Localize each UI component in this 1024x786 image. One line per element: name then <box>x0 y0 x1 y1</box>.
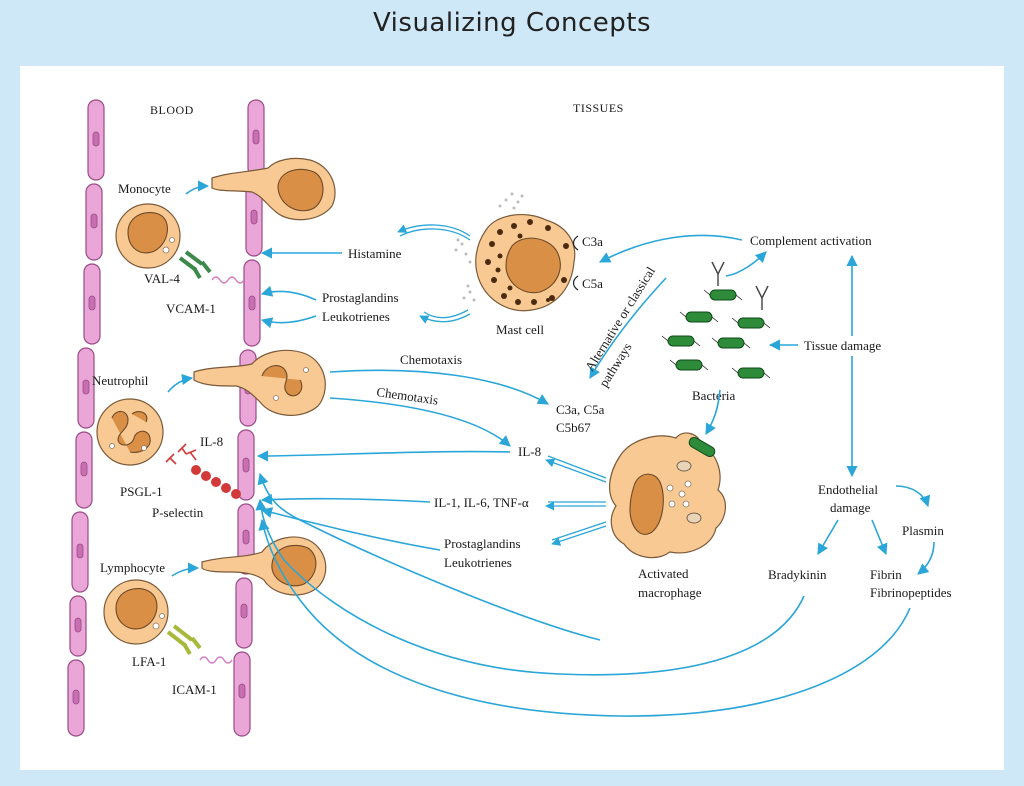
monocyte-label: Monocyte <box>118 181 171 196</box>
leukotrienes-label-1: Leukotrienes <box>322 309 390 324</box>
neutrophil-label: Neutrophil <box>92 373 149 388</box>
p-selectin-label: P-selectin <box>152 505 204 520</box>
val4-label: VAL-4 <box>144 271 180 286</box>
monocyte-cell <box>115 203 181 269</box>
macrophage-label-line1: Activated <box>638 566 689 581</box>
c5b67-label: C5b67 <box>556 420 591 435</box>
antibody-icons <box>711 261 769 310</box>
engulfed-bacterium <box>688 437 716 457</box>
psgl1-label: PSGL-1 <box>120 484 163 499</box>
tissue-damage-label: Tissue damage <box>804 338 881 353</box>
tissues-region-label: TISSUES <box>573 101 624 115</box>
lfa1-label: LFA-1 <box>132 654 166 669</box>
neutrophil-migrating <box>193 349 326 416</box>
c3a-c5a-label: C3a, C5a <box>556 402 605 417</box>
icam1-molecule <box>199 656 233 664</box>
vcam1-molecule <box>211 276 245 284</box>
lymphocyte-label: Lymphocyte <box>100 560 165 575</box>
mast-cell-label: Mast cell <box>496 322 544 337</box>
plasmin-label: Plasmin <box>902 523 944 538</box>
val4-receptor <box>178 250 212 280</box>
bradykinin-label: Bradykinin <box>768 567 827 582</box>
vcam1-label: VCAM-1 <box>166 301 216 316</box>
c3a-mast-label: C3a <box>582 234 603 249</box>
lymphocyte-cell <box>103 579 169 645</box>
p-selectin-molecule <box>191 465 241 499</box>
fibrinopeptides-label: Fibrinopeptides <box>870 585 952 600</box>
page-title: Visualizing Concepts <box>372 8 652 38</box>
il8-blood-label: IL-8 <box>200 434 223 449</box>
bacteria-cluster <box>661 289 771 379</box>
cytokines-label: IL-1, IL-6, TNF-α <box>434 495 529 510</box>
fibrin-label: Fibrin <box>870 567 902 582</box>
lymphocyte-migrating <box>201 536 327 596</box>
leukotrienes-label-2: Leukotrienes <box>444 555 512 570</box>
bacteria-label: Bacteria <box>692 388 736 403</box>
monocyte-migrating <box>211 157 336 221</box>
il8-tissue-label: IL-8 <box>518 444 541 459</box>
endothelial-label-line1: Endothelial <box>818 482 878 497</box>
prostaglandins-label-2: Prostaglandins <box>444 536 521 551</box>
activated-macrophage <box>609 432 726 559</box>
diagram-panel <box>20 66 1004 770</box>
macrophage-label-line2: macrophage <box>638 585 702 600</box>
prostaglandins-label-1: Prostaglandins <box>322 290 399 305</box>
endothelial-label-line2: damage <box>830 500 871 515</box>
chemotaxis-label-1: Chemotaxis <box>400 352 462 367</box>
neutrophil-cell <box>96 398 164 466</box>
c5a-mast-label: C5a <box>582 276 603 291</box>
histamine-label: Histamine <box>348 246 402 261</box>
psgl1-molecule <box>165 443 197 465</box>
icam1-label: ICAM-1 <box>172 682 217 697</box>
mast-cell-receptors <box>572 235 579 291</box>
mast-cell-degranulation <box>454 192 524 302</box>
blood-region-label: BLOOD <box>150 103 194 117</box>
vessel-wall-right <box>233 99 265 737</box>
lfa1-receptor <box>166 624 202 656</box>
vessel-wall-left <box>67 99 105 737</box>
complement-activation-label: Complement activation <box>750 233 872 248</box>
mast-cell <box>475 213 576 312</box>
